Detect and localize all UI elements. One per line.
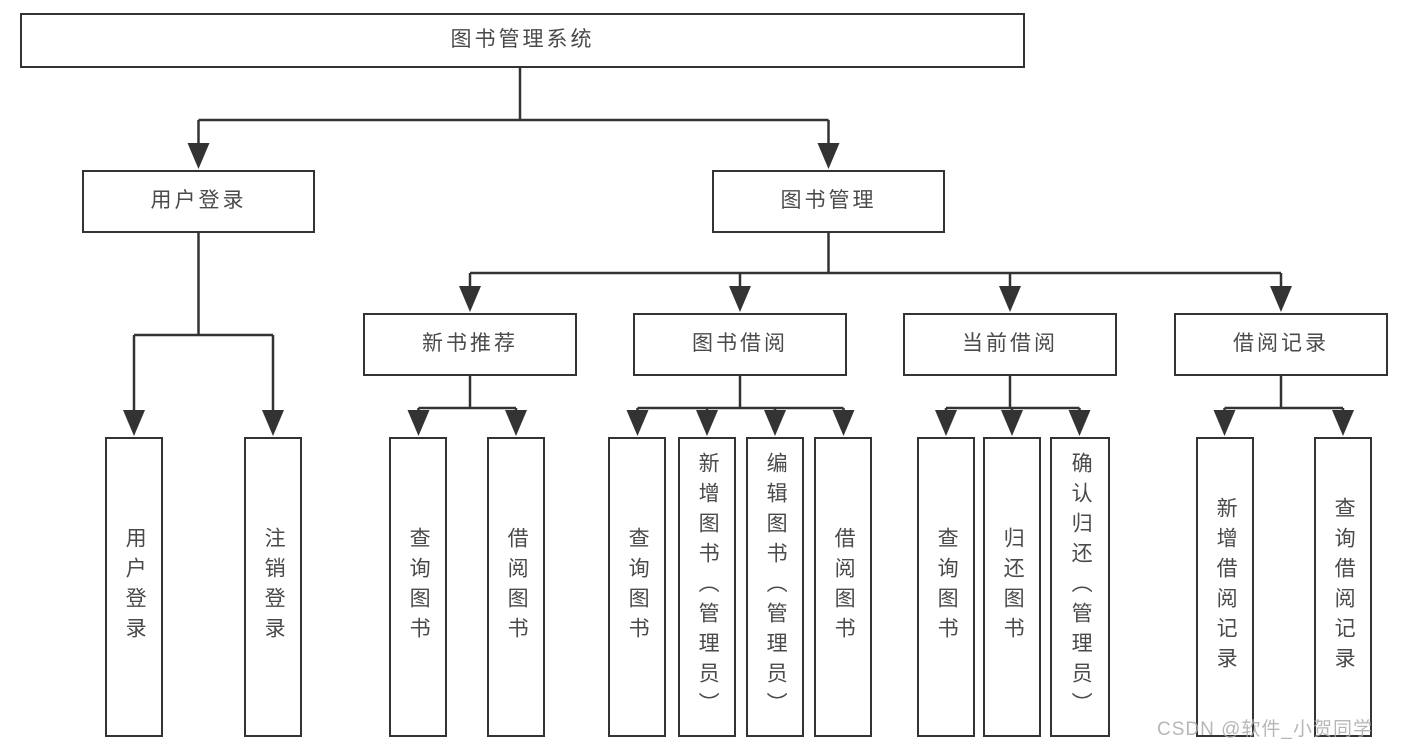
leaf-logout: 注销登录 xyxy=(244,437,302,737)
leaf-rec-borrow-books-label: 借阅图书 xyxy=(505,527,529,647)
csdn-watermark: CSDN @软件_小贺同学 xyxy=(1157,719,1373,740)
node-new-book-recommendation: 新书推荐 xyxy=(363,313,577,376)
edges-current-borrowing-children xyxy=(935,376,1091,436)
node-current-borrowing-label: 当前借阅 xyxy=(962,332,1058,356)
node-book-management: 图书管理 xyxy=(712,170,945,233)
arrowhead-icon xyxy=(729,286,751,312)
leaf-records-query-record-label: 查询借阅记录 xyxy=(1332,497,1356,677)
leaf-current-query-books: 查询图书 xyxy=(917,437,975,737)
arrowhead-icon xyxy=(832,410,855,436)
node-library-system-label: 图书管理系统 xyxy=(450,28,595,52)
arrowhead-icon xyxy=(407,410,430,436)
leaf-records-add-record-label: 新增借阅记录 xyxy=(1214,497,1238,677)
leaf-current-confirm-return-admin-label: 确认归还（管理员） xyxy=(1069,452,1093,722)
arrowhead-icon xyxy=(123,410,145,436)
node-book-management-label: 图书管理 xyxy=(780,189,877,213)
node-book-borrowing: 图书借阅 xyxy=(633,313,847,376)
arrowhead-icon xyxy=(764,410,786,436)
arrowhead-icon xyxy=(935,410,957,436)
arrowhead-icon xyxy=(459,286,481,312)
arrowhead-icon xyxy=(817,143,840,169)
leaf-records-add-record: 新增借阅记录 xyxy=(1196,437,1254,737)
leaf-borrow-add-book-admin-label: 新增图书（管理员） xyxy=(696,452,720,722)
arrowhead-icon xyxy=(1332,410,1354,436)
leaf-rec-borrow-books: 借阅图书 xyxy=(487,437,545,737)
leaf-current-return-books-label: 归还图书 xyxy=(1001,527,1025,647)
node-current-borrowing: 当前借阅 xyxy=(903,313,1117,376)
arrowhead-icon xyxy=(696,410,718,436)
arrowhead-icon xyxy=(1001,410,1023,436)
arrowhead-icon xyxy=(1213,410,1236,436)
leaf-rec-query-books: 查询图书 xyxy=(389,437,447,737)
edges-new-book-recommendation-children xyxy=(407,376,527,436)
leaf-user-login: 用户登录 xyxy=(105,437,163,737)
leaf-records-query-record: 查询借阅记录 xyxy=(1314,437,1372,737)
leaf-borrow-edit-book-admin-label: 编辑图书（管理员） xyxy=(764,452,788,722)
arrowhead-icon xyxy=(187,143,210,169)
node-new-book-recommendation-label: 新书推荐 xyxy=(422,332,518,356)
node-book-borrowing-label: 图书借阅 xyxy=(692,332,788,356)
arrowhead-icon xyxy=(505,410,527,436)
edges-root-to-level2 xyxy=(187,68,840,169)
edges-book-management-to-level3 xyxy=(459,233,1292,312)
leaf-current-return-books: 归还图书 xyxy=(983,437,1041,737)
arrowhead-icon xyxy=(1068,410,1091,436)
arrowhead-icon xyxy=(999,286,1021,312)
leaf-borrow-add-book-admin: 新增图书（管理员） xyxy=(678,437,736,737)
node-user-login-label: 用户登录 xyxy=(150,189,247,213)
node-user-login: 用户登录 xyxy=(82,170,315,233)
leaf-borrow-edit-book-admin: 编辑图书（管理员） xyxy=(746,437,804,737)
node-library-system: 图书管理系统 xyxy=(20,13,1025,68)
leaf-borrow-borrow-books-label: 借阅图书 xyxy=(832,527,856,647)
leaf-borrow-query-books: 查询图书 xyxy=(608,437,666,737)
node-borrowing-records: 借阅记录 xyxy=(1174,313,1388,376)
leaf-borrow-borrow-books: 借阅图书 xyxy=(814,437,872,737)
arrowhead-icon xyxy=(262,410,284,436)
leaf-current-confirm-return-admin: 确认归还（管理员） xyxy=(1050,437,1110,737)
leaf-current-query-books-label: 查询图书 xyxy=(935,527,959,647)
node-borrowing-records-label: 借阅记录 xyxy=(1233,332,1329,356)
leaf-user-login-label: 用户登录 xyxy=(123,527,147,647)
leaf-rec-query-books-label: 查询图书 xyxy=(407,527,431,647)
arrowhead-icon xyxy=(1270,286,1292,312)
edges-borrowing-records-children xyxy=(1213,376,1354,436)
edges-user-login-children xyxy=(123,233,284,436)
edges-book-borrowing-children xyxy=(626,376,855,436)
leaf-borrow-query-books-label: 查询图书 xyxy=(626,527,650,647)
leaf-logout-label: 注销登录 xyxy=(262,527,286,647)
arrowhead-icon xyxy=(626,410,649,436)
